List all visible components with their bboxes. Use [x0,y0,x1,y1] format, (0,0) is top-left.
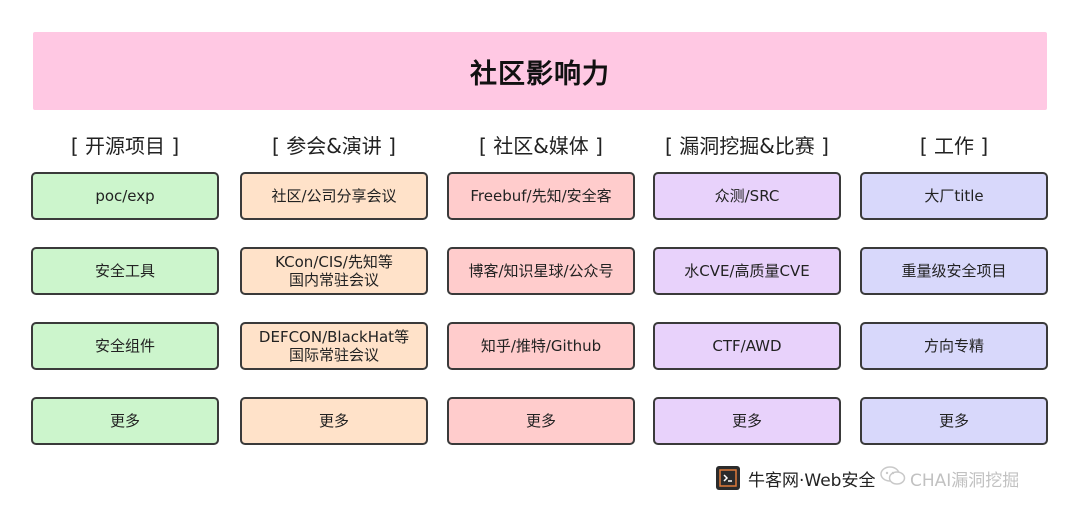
category-box: 众测/SRC [653,172,841,220]
footer-attribution: 牛客网·Web安全 [716,463,875,493]
column-header: [ 开源项目 ] [70,133,180,158]
category-box: 更多 [31,397,219,445]
category-box: 知乎/推特/Github [447,322,635,370]
diagram-title: 社区影响力 [470,58,610,90]
column-header: [ 漏洞挖掘&比赛 ] [665,133,829,158]
wechat-watermark: CHAI漏洞挖掘 [880,462,1040,494]
terminal-logo-icon [716,466,740,490]
category-box: Freebuf/先知/安全客 [447,172,635,220]
column-header: [ 社区&媒体 ] [479,133,603,158]
category-box: 博客/知识星球/公众号 [447,247,635,295]
category-box: 社区/公司分享会议 [240,172,428,220]
category-box: 方向专精 [860,322,1048,370]
column-header: [ 工作 ] [919,133,989,158]
wechat-account-name: CHAI漏洞挖掘 [910,470,1020,491]
category-box: CTF/AWD [653,322,841,370]
title-banner: 社区影响力 [33,32,1047,110]
category-box: DEFCON/BlackHat等 国际常驻会议 [240,322,428,370]
category-box: 安全工具 [31,247,219,295]
wechat-icon [880,465,906,491]
category-box: poc/exp [31,172,219,220]
category-box: KCon/CIS/先知等 国内常驻会议 [240,247,428,295]
category-box: 重量级安全项目 [860,247,1048,295]
category-box: 安全组件 [31,322,219,370]
category-box: 更多 [860,397,1048,445]
category-box: 更多 [653,397,841,445]
category-box: 水CVE/高质量CVE [653,247,841,295]
category-box: 更多 [447,397,635,445]
column-header: [ 参会&演讲 ] [272,133,396,158]
category-box: 更多 [240,397,428,445]
category-box: 大厂title [860,172,1048,220]
footer-text: 牛客网·Web安全 [748,470,876,491]
